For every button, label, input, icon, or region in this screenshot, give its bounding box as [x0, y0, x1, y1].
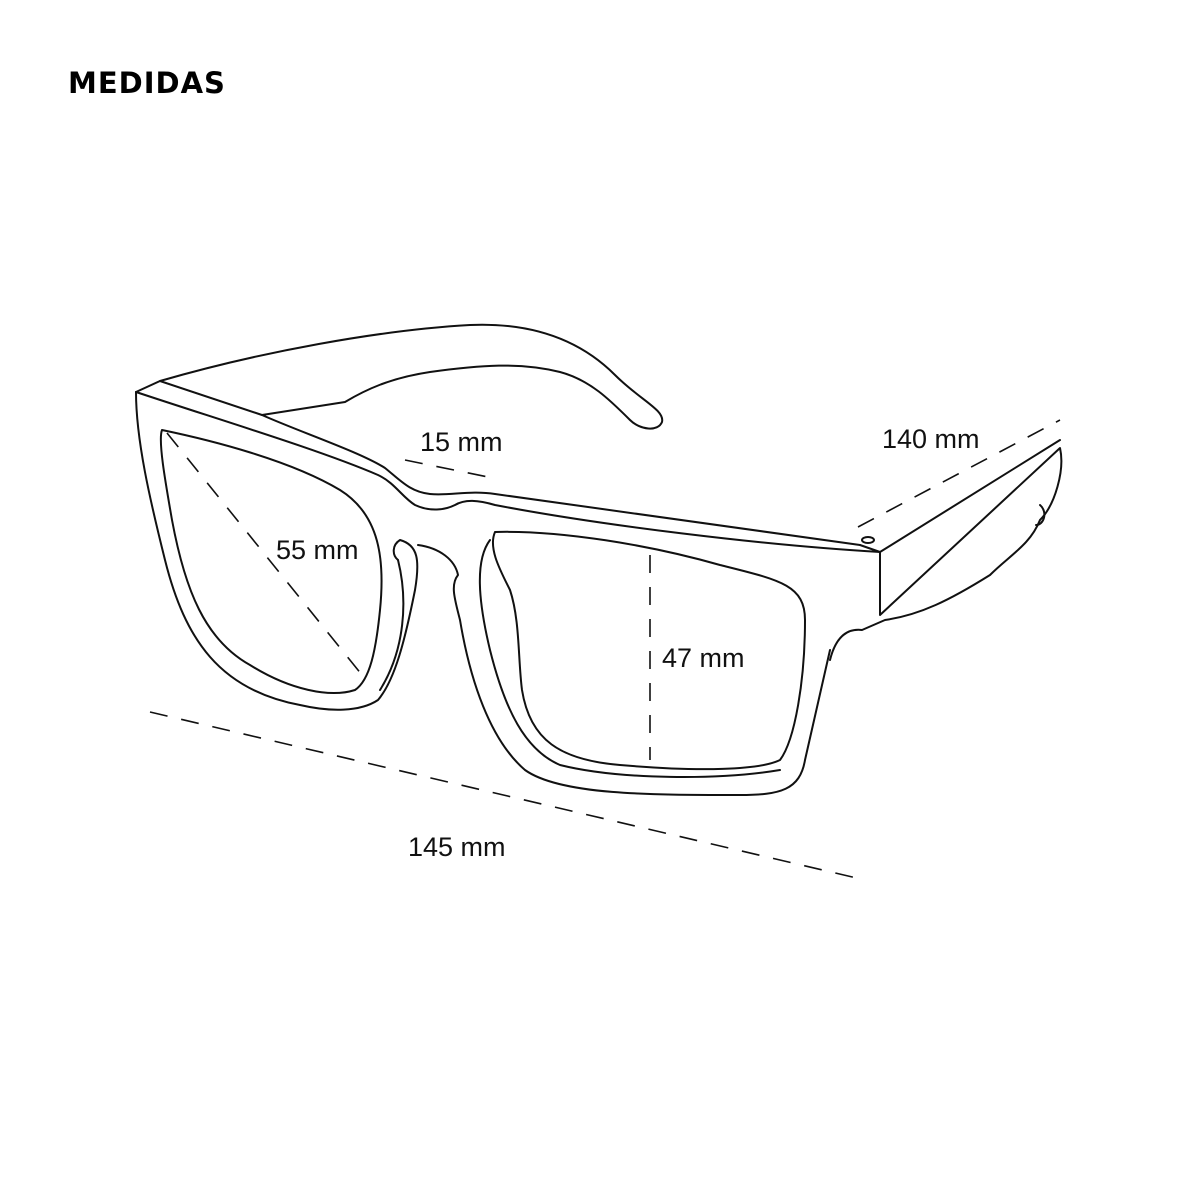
measurement-lines [149, 419, 1061, 881]
lens-width-label: 55 mm [276, 535, 359, 566]
right-frame-inner-edge [478, 539, 781, 778]
hinge-screw [861, 536, 875, 544]
bridge-dimension-line [404, 459, 499, 480]
temple-tip [1035, 504, 1046, 526]
right-lens [491, 530, 806, 771]
lens-height-label: 47 mm [662, 643, 745, 673]
bridge-label: 15 mm [420, 427, 503, 457]
frame-top-back-edge [135, 380, 861, 546]
page-title: MEDIDAS [68, 66, 226, 100]
nose-pad [379, 544, 831, 796]
total-width-label: 145 mm [408, 832, 506, 862]
frame-top-front-edge [135, 391, 881, 553]
glasses-outline [135, 323, 1063, 796]
back-temple [159, 323, 664, 430]
total-width-dimension-line [149, 711, 866, 881]
left-frame-outer [135, 391, 419, 711]
lens-width-dimension-line [166, 432, 363, 676]
right-temple [829, 447, 1063, 661]
temple-dimension-line [857, 419, 1061, 528]
right-hinge-top [859, 439, 1061, 553]
left-lens [159, 429, 383, 694]
temple-label: 140 mm [882, 424, 980, 454]
